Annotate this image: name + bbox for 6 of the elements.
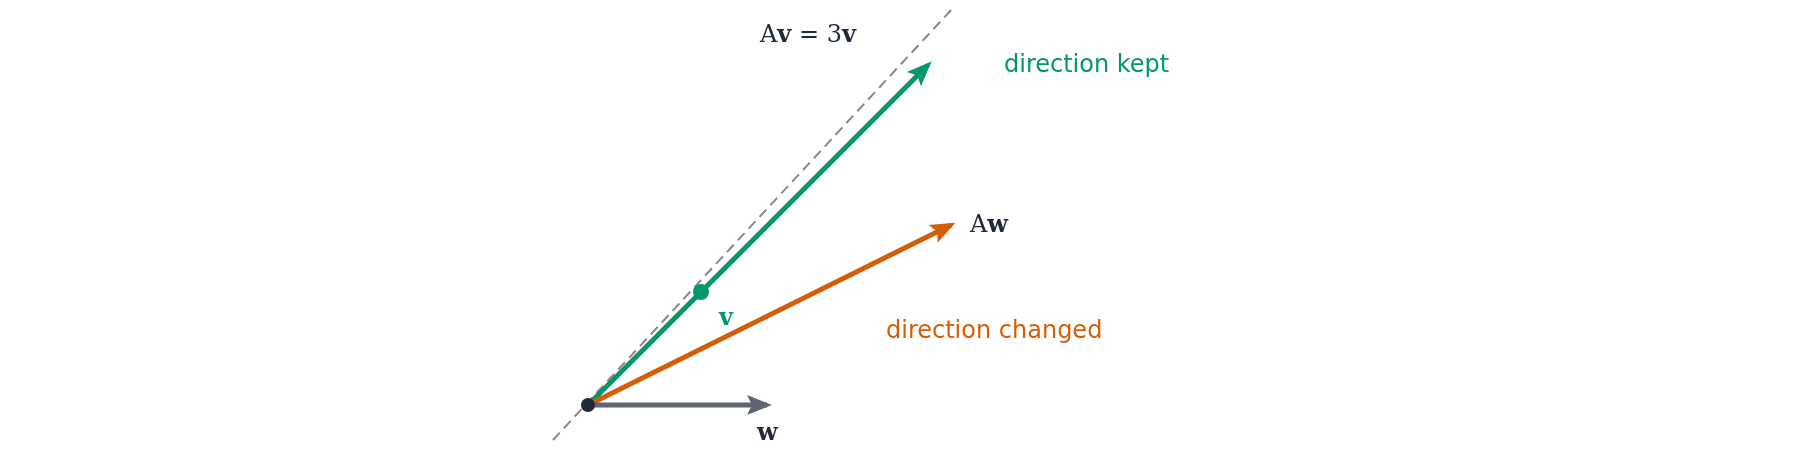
vector-label: v: [719, 305, 733, 329]
equation-label: Av = 3v: [760, 22, 856, 46]
annotation-text: direction kept: [1004, 52, 1170, 76]
vector-label: Aw: [970, 212, 1008, 236]
annotation-text: direction changed: [886, 318, 1103, 342]
vector-label: w: [757, 420, 778, 444]
